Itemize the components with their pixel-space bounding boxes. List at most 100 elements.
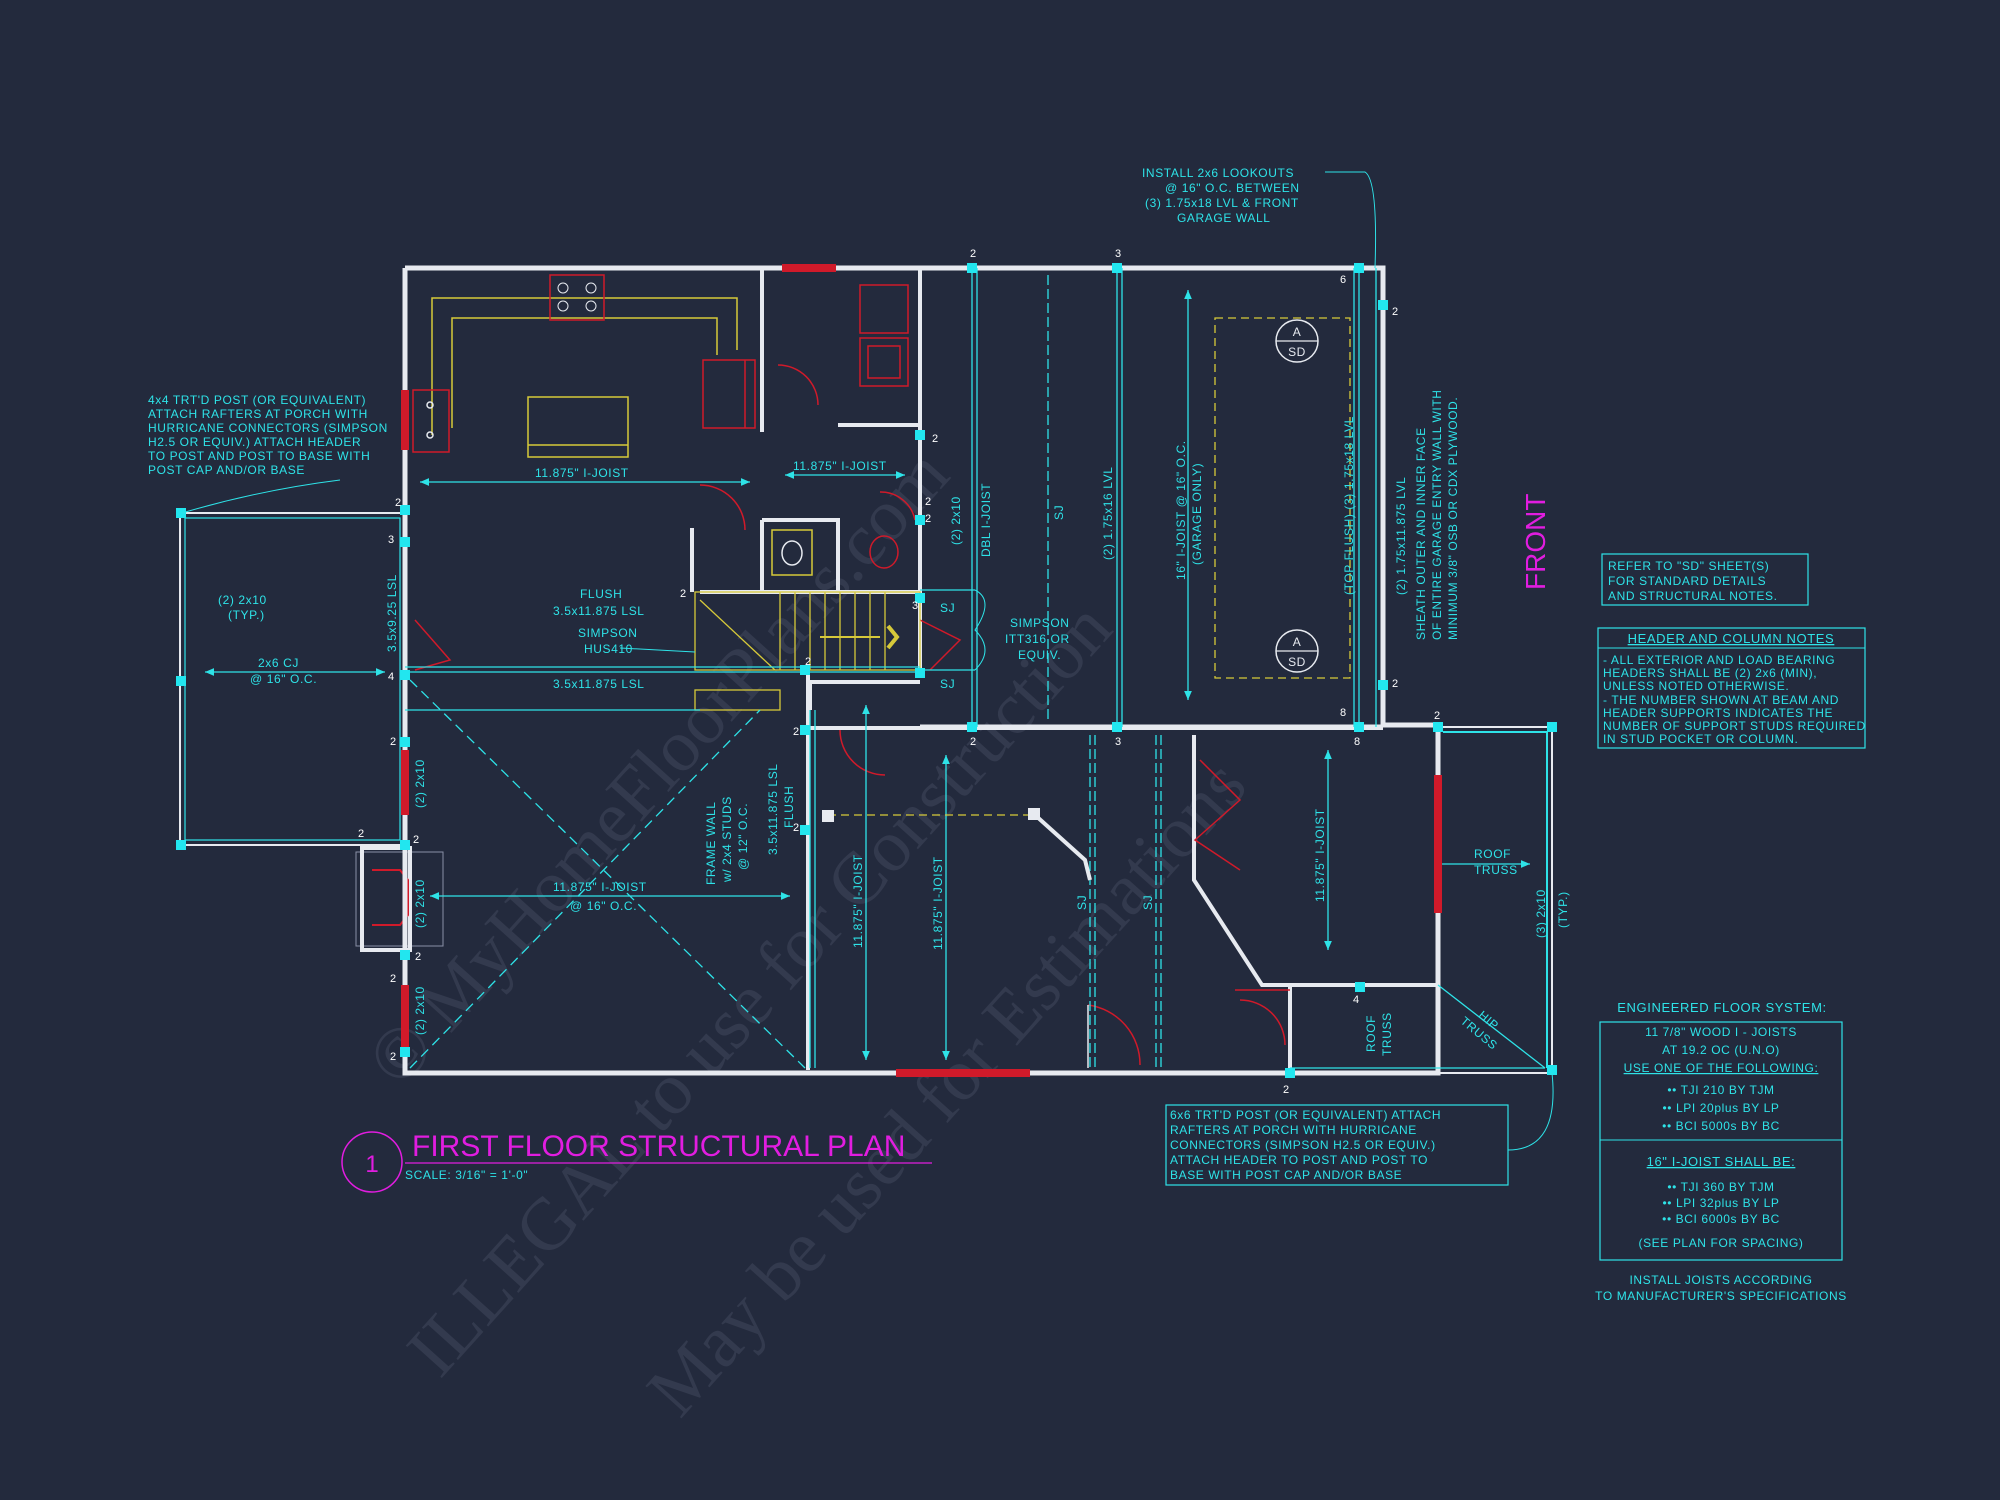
svg-text:2: 2 <box>390 973 396 985</box>
refrigerator <box>702 359 756 429</box>
left-2x10-label-1: (2) 2x10 <box>413 759 427 808</box>
section-marker-top: A SD <box>1275 319 1319 363</box>
sd-ref-line-1: REFER TO "SD" SHEET(S) <box>1608 559 1769 573</box>
svg-text:2: 2 <box>793 726 799 738</box>
header-column-notes: HEADER AND COLUMN NOTES - ALL EXTERIOR A… <box>1597 627 1866 749</box>
svg-text:2: 2 <box>1392 306 1398 318</box>
sd-reference-note: REFER TO "SD" SHEET(S) FOR STANDARD DETA… <box>1601 553 1809 606</box>
vertical-2x10-label: (2) 2x10 <box>949 496 963 545</box>
sheath-line-3: MINIMUM 3/8" OSB OR CDX PLYWOOD. <box>1446 397 1460 640</box>
floor-system-use-heading: USE ONE OF THE FOLLOWING: <box>1624 1061 1819 1075</box>
angled-wall <box>1033 813 1092 881</box>
porch-2x10-label: (2) 2x10 (TYP.) <box>218 593 267 622</box>
flush-lsl-label: FLUSH 3.5x11.875 LSL <box>553 587 644 618</box>
right-joist-label: 11.875" I-JOIST <box>1313 808 1327 902</box>
header-notes-title: HEADER AND COLUMN NOTES <box>1628 631 1835 646</box>
svg-text:2: 2 <box>970 248 976 260</box>
lookouts-note: INSTALL 2x6 LOOKOUTS @ 16" O.C. BETWEEN … <box>1142 166 1377 269</box>
living-joist-label: 11.875" I-JOIST @ 16" O.C. <box>553 880 647 913</box>
lsl-flush-line-2: FLUSH <box>782 786 796 828</box>
header-note-line-7: IN STUD POCKET OR COLUMN. <box>1603 732 1798 746</box>
svg-text:2: 2 <box>925 513 931 525</box>
cj-line-1: 2x6 CJ <box>258 656 299 670</box>
svg-text:2: 2 <box>925 496 931 508</box>
flush-label: FLUSH <box>580 587 622 601</box>
plan-scale: SCALE: 3/16" = 1'-0" <box>405 1168 528 1182</box>
roof-truss-line-2: TRUSS <box>1474 863 1518 877</box>
garage-lookout-zone <box>1214 317 1351 679</box>
lsl-325-label: 3.5x9.25 LSL <box>385 574 399 652</box>
laundry <box>859 284 909 387</box>
floor-system-line-2: AT 19.2 OC (U.N.O) <box>1662 1043 1780 1057</box>
floor-system-spacing: (SEE PLAN FOR SPACING) <box>1638 1236 1803 1250</box>
simpson-itt-line-3: EQUIV. <box>1018 648 1061 662</box>
porch-post-note-right: 6x6 TRT'D POST (OR EQUIVALENT) ATTACH RA… <box>1165 1072 1554 1186</box>
right-post-line-4: ATTACH HEADER TO POST AND POST TO <box>1170 1153 1428 1167</box>
simpson-itt-line-1: SIMPSON <box>1010 616 1070 630</box>
simpson-itt-label: SIMPSON ITT316 OR EQUIV. <box>1005 616 1070 662</box>
option-a-1: •• TJI 210 BY TJM <box>1667 1083 1774 1097</box>
roof-truss-label: ROOF TRUSS <box>1474 847 1518 877</box>
lookouts-line-1: INSTALL 2x6 LOOKOUTS <box>1142 166 1294 180</box>
header-note-line-6: NUMBER OF SUPPORT STUDS REQUIRED <box>1603 719 1866 733</box>
svg-text:4: 4 <box>1353 994 1359 1006</box>
left-post-line-1: 4x4 TRT'D POST (OR EQUIVALENT) <box>148 393 366 407</box>
frame-wall-line-1: FRAME WALL <box>704 801 718 885</box>
simpson-hus-line-1: SIMPSON <box>578 626 638 640</box>
section-marker-letter: A <box>1293 325 1302 339</box>
lower-joist-label-2: 11.875" I-JOIST <box>931 856 945 950</box>
range <box>549 274 605 321</box>
left-post-line-2: ATTACH RAFTERS AT PORCH WITH <box>148 407 368 421</box>
porch-2x10-line-2: (TYP.) <box>228 608 265 622</box>
roof-truss-v-1: ROOF <box>1364 1015 1378 1052</box>
svg-text:4: 4 <box>388 671 394 683</box>
cj-line-2: @ 16" O.C. <box>250 672 317 686</box>
section-marker-bottom: A SD <box>1275 629 1319 673</box>
porch-2x10-line-1: (2) 2x10 <box>218 593 267 607</box>
roof-truss-v-2: TRUSS <box>1380 1012 1394 1056</box>
garage-joist-label-2: (GARAGE ONLY) <box>1190 463 1204 565</box>
svg-text:6: 6 <box>1340 274 1346 286</box>
sheath-line-1: SHEATH OUTER AND INNER FACE <box>1414 427 1428 640</box>
powder-room-fixtures <box>771 529 899 576</box>
floor-system-footer-1: INSTALL JOISTS ACCORDING <box>1629 1273 1812 1287</box>
simpson-itt-line-2: ITT316 OR <box>1005 632 1070 646</box>
section-marker-letter: A <box>1293 635 1302 649</box>
right-post-line-1: 6x6 TRT'D POST (OR EQUIVALENT) ATTACH <box>1170 1108 1441 1122</box>
header-note-line-2: HEADERS SHALL BE (2) 2x6 (MIN), <box>1603 666 1817 680</box>
option-a-2: •• LPI 20plus BY LP <box>1663 1101 1780 1115</box>
option-a-3: •• BCI 5000s BY BC <box>1662 1119 1780 1133</box>
header-note-line-4: - THE NUMBER SHOWN AT BEAM AND <box>1603 693 1839 707</box>
sj-label-top: SJ <box>940 601 955 615</box>
option-b-2: •• LPI 32plus BY LP <box>1663 1196 1780 1210</box>
cj-label: 2x6 CJ @ 16" O.C. <box>250 656 317 686</box>
kitchen-joist-label: 11.875" I-JOIST <box>535 466 629 480</box>
svg-text:3: 3 <box>1115 736 1121 748</box>
header-note-line-3: UNLESS NOTED OTHERWISE. <box>1603 679 1789 693</box>
left-post-line-3: HURRICANE CONNECTORS (SIMPSON <box>148 421 388 435</box>
column-markers <box>400 263 1557 1078</box>
porch-post-note-left: 4x4 TRT'D POST (OR EQUIVALENT) ATTACH RA… <box>148 393 388 514</box>
floor-system-line-1: 11 7/8" WOOD I - JOISTS <box>1645 1025 1797 1039</box>
svg-text:3: 3 <box>1115 248 1121 260</box>
front-label: FRONT <box>1520 494 1551 590</box>
joist-lines <box>205 268 1546 1069</box>
stud-counts: 2 3 6 2 2 8 2 2 2 2 3 2 2 3 4 2 2 2 2 2 … <box>358 248 1440 1096</box>
left-post-line-5: TO POST AND POST TO BASE WITH <box>148 449 370 463</box>
hall-joist-label: 11.875" I-JOIST <box>793 459 887 473</box>
title-block: 1 FIRST FLOOR STRUCTURAL PLAN SCALE: 3/1… <box>341 1130 932 1193</box>
left-post-line-6: POST CAP AND/OR BASE <box>148 463 305 477</box>
svg-text:2: 2 <box>1434 710 1440 722</box>
living-joist-line-1: 11.875" I-JOIST <box>553 880 647 894</box>
porch-right-line-1: (3) 2x10 <box>1534 889 1548 938</box>
porch-right-line-2: (TYP.) <box>1556 891 1570 928</box>
lvl18-label: (TOP FLUSH) (3) 1.75x18 LVL <box>1342 416 1356 595</box>
option-b-3: •• BCI 6000s BY BC <box>1662 1212 1780 1226</box>
svg-text:2: 2 <box>395 497 401 509</box>
svg-text:2: 2 <box>932 433 938 445</box>
section-marker-sheet: SD <box>1288 345 1306 359</box>
floor-system-16-heading: 16" I-JOIST SHALL BE: <box>1647 1154 1796 1169</box>
right-post-line-3: CONNECTORS (SIMPSON H2.5 OR EQUIV.) <box>1170 1138 1436 1152</box>
